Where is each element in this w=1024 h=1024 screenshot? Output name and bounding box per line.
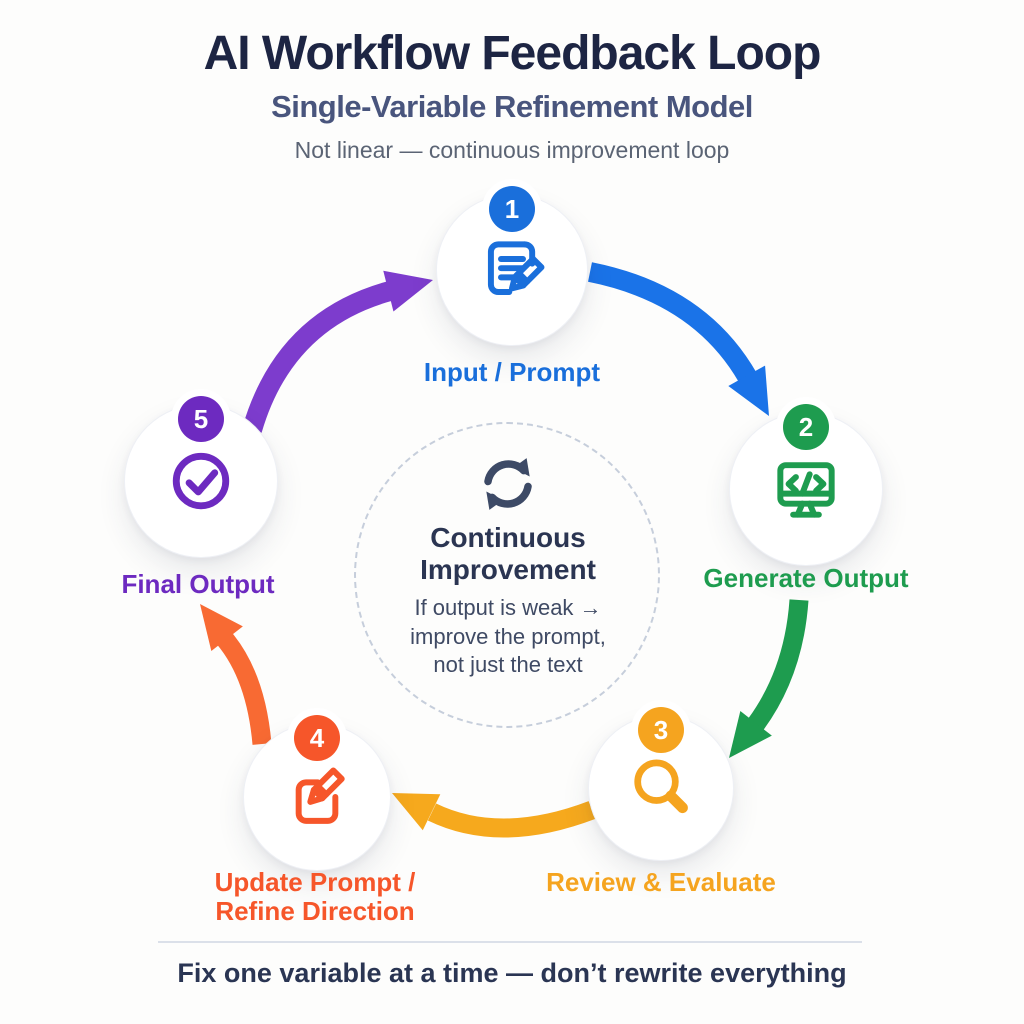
sync-arrows-icon: [468, 444, 548, 524]
step4-label: Update Prompt / Refine Direction: [182, 867, 448, 927]
step5-node: 5: [124, 396, 278, 558]
center-note-line1: If output is weak →: [414, 595, 602, 620]
footer-note: Fix one variable at a time — don’t rewri…: [177, 958, 847, 988]
step4-label-line2: Refine Direction: [215, 896, 415, 927]
step2-badge: 2: [783, 404, 829, 450]
step3-badge: 3: [638, 707, 684, 753]
step5-badge: 5: [178, 396, 224, 442]
center-title: Continuous Improvement: [360, 522, 656, 586]
center-title-line1: Continuous: [430, 522, 586, 553]
step4-label-line1: Update Prompt /: [214, 867, 416, 897]
arrow-update-to-final-icon: [200, 604, 272, 745]
step4-node: 4: [243, 715, 391, 871]
step3-node: 3: [588, 707, 734, 861]
footer-divider: [158, 941, 862, 943]
center-title-line2: Improvement: [420, 553, 596, 585]
edit-square-pencil-icon: [244, 724, 390, 870]
center-loop-circle: [354, 422, 660, 728]
arrow-review-to-update-icon: [392, 793, 596, 838]
page-tagline: Not linear — continuous improvement loop: [294, 137, 730, 163]
arrow-input-to-generate-icon: [588, 262, 769, 416]
page-subtitle: Single-Variable Refinement Model: [271, 89, 753, 124]
step1-node: 1: [436, 186, 588, 346]
document-pencil-icon: [437, 195, 587, 345]
arrow-final-to-input-icon: [242, 270, 433, 433]
center-note-line3: not just the text: [433, 652, 583, 678]
center-note: If output is weak → improve the prompt, …: [348, 594, 668, 680]
step5-label: Final Output: [121, 569, 275, 599]
magnifier-icon: [589, 716, 733, 860]
step4-badge: 4: [294, 715, 340, 761]
page-title: AI Workflow Feedback Loop: [203, 27, 822, 80]
step1-badge: 1: [489, 186, 535, 232]
step3-label: Review & Evaluate: [546, 867, 776, 897]
check-circle-icon: [125, 405, 277, 557]
step2-node: 2: [729, 404, 883, 566]
monitor-code-icon: [730, 413, 882, 565]
step1-label: Input / Prompt: [423, 357, 601, 387]
center-note-line2: improve the prompt,: [410, 623, 606, 649]
step2-label: Generate Output: [703, 563, 909, 593]
